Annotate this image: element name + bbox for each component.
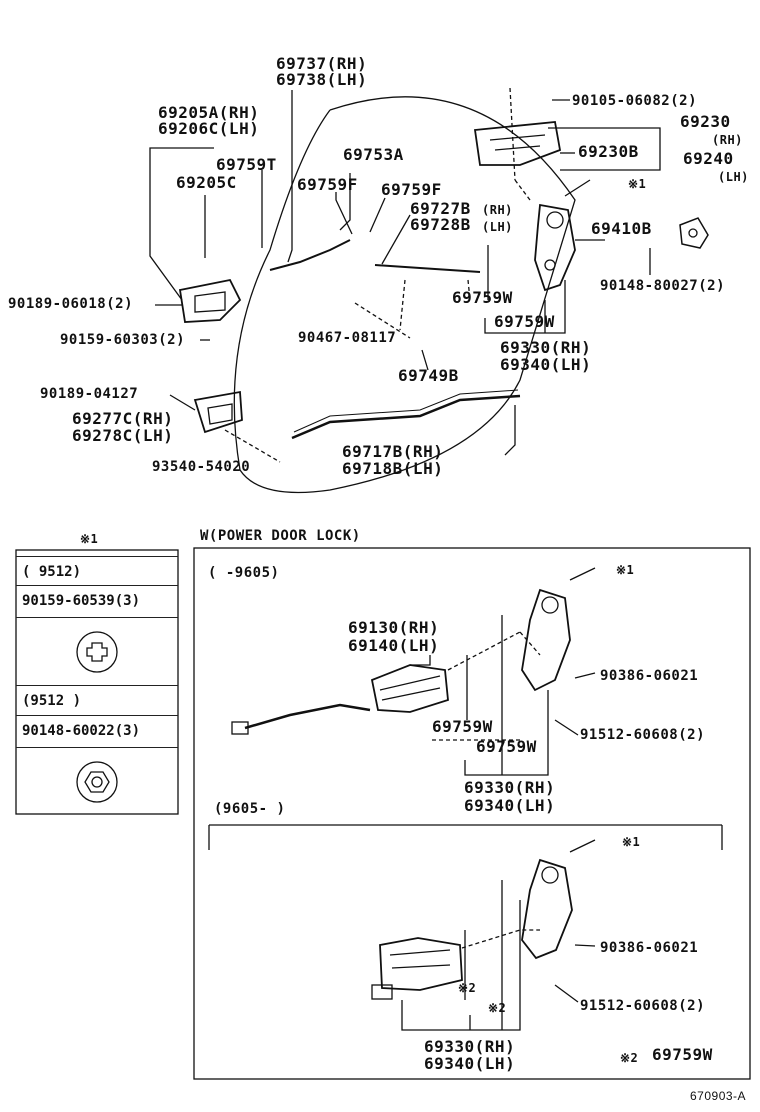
label-69738: 69738(LH) — [276, 70, 368, 89]
label-69759w-d: 69759W — [476, 737, 537, 756]
label-93540: 93540-54020 — [152, 459, 251, 475]
label-69330-c: 69330(RH) — [424, 1037, 516, 1056]
power-lock-title: W(POWER DOOR LOCK) — [200, 528, 361, 544]
leader-69737 — [287, 90, 293, 263]
power-lock-range-2: (9605- ) — [214, 801, 286, 817]
label-69410b: 69410B — [591, 219, 652, 238]
label-69205c: 69205C — [176, 173, 237, 192]
leader-69230 — [548, 127, 661, 150]
label-69340-b: 69340(LH) — [464, 796, 556, 815]
label-90467: 90467-08117 — [298, 330, 397, 346]
side-table-row-1: ( 9512) — [16, 556, 178, 586]
label-69737: 69737(RH) — [276, 54, 368, 73]
label-91512-a: 91512-60608(2) — [580, 727, 706, 743]
rod-69727 — [374, 264, 481, 273]
label-69278c: 69278C(LH) — [72, 426, 174, 445]
leader-69230-b — [560, 150, 661, 171]
actuator-lower-shape — [379, 937, 463, 991]
label-69759w-c: 69759W — [432, 717, 493, 736]
power-lock-note-1-b: ※1 — [622, 835, 641, 849]
side-table-row-3: (9512 ) — [16, 686, 178, 716]
label-90105: 90105-06082(2) — [572, 93, 698, 109]
label-69230: 69230 — [680, 112, 731, 131]
label-69230b: 69230B — [578, 142, 639, 161]
side-table-frame — [15, 549, 179, 815]
power-lock-range-1: ( -9605) — [208, 565, 280, 581]
label-69277c: 69277C(RH) — [72, 409, 174, 428]
label-69206c: 69206C(LH) — [158, 119, 260, 138]
label-69717b: 69717B(RH) — [342, 442, 444, 461]
label-69759f-2: 69759F — [381, 180, 442, 199]
label-90386-b: 90386-06021 — [600, 940, 699, 956]
label-69240-lh: (LH) — [718, 170, 749, 184]
leader-69759f2 — [369, 197, 386, 233]
power-lock-note-1: ※1 — [616, 563, 635, 577]
label-90386-a: 90386-06021 — [600, 668, 699, 684]
leader-69753a — [339, 173, 351, 231]
note-1-a: ※1 — [628, 177, 647, 191]
label-69727b: 69727B — [410, 199, 471, 218]
rod-69717b-inner — [293, 389, 519, 433]
lock-knob-bezel-shape — [193, 390, 243, 434]
power-lock-note-2-c: ※2 — [620, 1051, 639, 1065]
label-90189-06018: 90189-06018(2) — [8, 296, 134, 312]
label-69230-rh: (RH) — [712, 133, 743, 147]
leader-69759f1 — [335, 192, 353, 235]
part-69410b-shape — [679, 217, 709, 249]
label-69130: 69130(RH) — [348, 618, 440, 637]
label-69759w-b: 69759W — [494, 312, 555, 331]
lock-lower-shape — [521, 858, 573, 960]
label-69759t: 69759T — [216, 155, 277, 174]
power-lock-note-2-b: ※2 — [488, 1001, 507, 1015]
label-69728b: 69728B — [410, 215, 471, 234]
side-table-row-2: 90159-60539(3) — [16, 586, 178, 618]
label-rh-small: (RH) — [482, 203, 513, 217]
label-69240: 69240 — [683, 149, 734, 168]
label-lh-small: (LH) — [482, 220, 513, 234]
label-69759w-e: 69759W — [652, 1045, 713, 1064]
label-69718b: 69718B(LH) — [342, 459, 444, 478]
label-90189-04127: 90189-04127 — [40, 386, 139, 402]
rod-69737 — [269, 239, 351, 271]
label-69759f-1: 69759F — [297, 175, 358, 194]
lock-assembly-shape — [534, 203, 576, 292]
label-69330-a: 69330(RH) — [500, 338, 592, 357]
label-90148-80027: 90148-80027(2) — [600, 278, 726, 294]
leader-69727b — [381, 214, 411, 265]
label-69753a: 69753A — [343, 145, 404, 164]
door-inner-dashed — [509, 87, 531, 201]
lock-upper-shape — [521, 588, 571, 692]
label-69340-a: 69340(LH) — [500, 355, 592, 374]
side-table-icon-1 — [16, 618, 178, 686]
label-69759w-a: 69759W — [452, 288, 513, 307]
label-69330-b: 69330(RH) — [464, 778, 556, 797]
leader-69205a — [149, 147, 214, 301]
door-outline — [233, 96, 576, 494]
label-69749b: 69749B — [398, 366, 459, 385]
outside-handle-shape — [473, 121, 562, 166]
power-lock-note-2-a: ※2 — [458, 981, 477, 995]
inside-handle-shape — [178, 278, 242, 323]
label-69205a: 69205A(RH) — [158, 103, 260, 122]
label-90159-60303: 90159-60303(2) — [60, 332, 186, 348]
power-lock-frame — [193, 547, 751, 1080]
label-91512-b: 91512-60608(2) — [580, 998, 706, 1014]
label-69140: 69140(LH) — [348, 636, 440, 655]
label-69340-c: 69340(LH) — [424, 1054, 516, 1073]
figure-code: 670903-A — [690, 1089, 747, 1103]
side-table-row-4: 90148-60022(3) — [16, 716, 178, 748]
side-table-header: ※1 — [80, 532, 99, 546]
rod-69717b — [291, 394, 521, 440]
